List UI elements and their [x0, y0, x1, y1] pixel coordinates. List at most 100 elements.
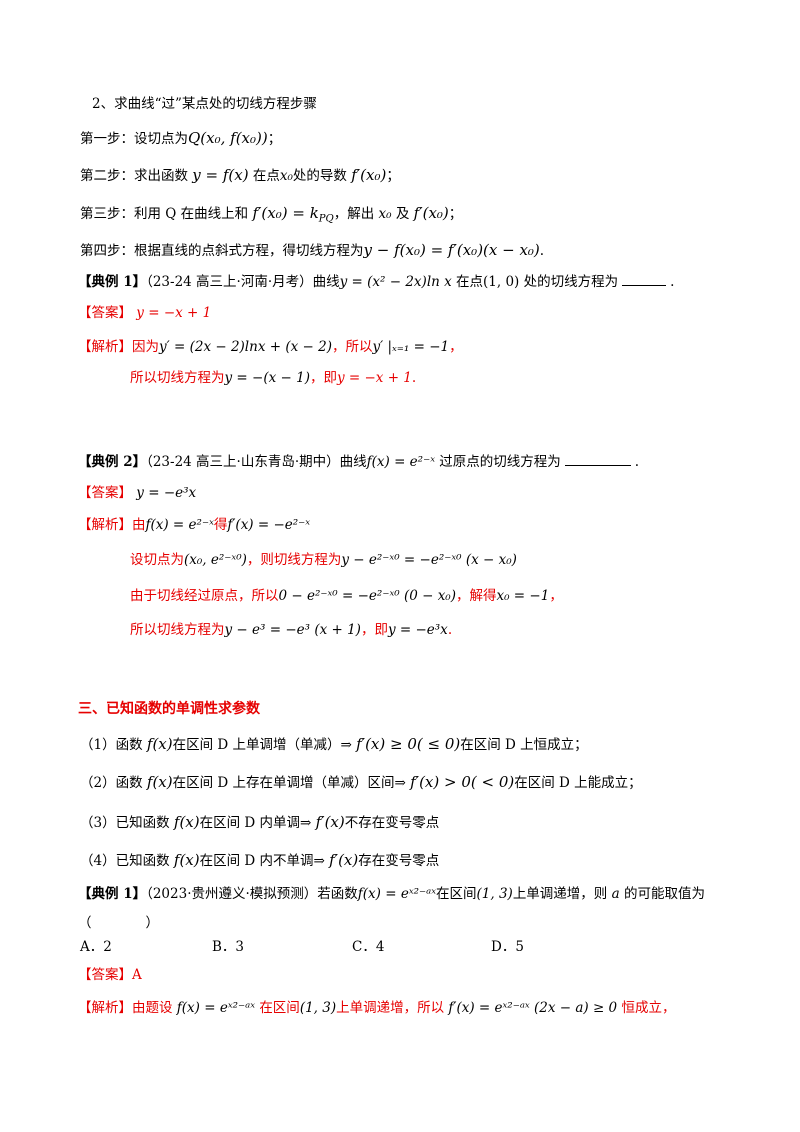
- analysis-text: 设切点为: [130, 552, 184, 568]
- choice-a[interactable]: A．2: [80, 939, 112, 955]
- rule-text: 函数: [115, 775, 143, 791]
- step-text: ，解出: [333, 206, 375, 222]
- analysis-text: ，: [449, 339, 463, 355]
- step-tail: ；: [267, 131, 282, 147]
- choice-d[interactable]: D．5: [491, 939, 524, 955]
- analysis-text: ，即: [309, 370, 337, 386]
- analysis-text: 所以切线方程为: [130, 370, 225, 386]
- analysis-line-4: 所以切线方程为y − e³ = −e³ (x + 1)，即y = −e³x.: [130, 620, 452, 640]
- analysis-text: .: [411, 370, 417, 386]
- section-heading: 三、已知函数的单调性求参数: [78, 701, 260, 717]
- analysis-label: 【解析】: [78, 1000, 132, 1016]
- answer-value: y = −e³x: [136, 485, 197, 501]
- step-2: 第二步：求出函数 y = f(x) 在点x₀处的导数 f′(x₀)；: [80, 165, 400, 186]
- section-title: 2、求曲线“过”某点处的切线方程步骤: [92, 96, 317, 112]
- analysis-math: f(x) = eˣ²⁻ᵃˣ: [176, 1000, 256, 1016]
- example-text: 过原点的切线方程为: [439, 454, 561, 470]
- answer-blank: [622, 273, 667, 286]
- rule-math: f(x): [173, 813, 200, 831]
- analysis-math: y = −(x − 1): [224, 370, 310, 386]
- step-text: 处的导数: [292, 168, 347, 184]
- example-math: (1, 3): [476, 886, 513, 902]
- analysis-text: 由: [132, 517, 146, 533]
- analysis-math: f′(x) = −e²⁻ˣ: [227, 517, 311, 533]
- example-3: 【典例 1】（2023·贵州遵义·模拟预测）若函数f(x) = eˣ²⁻ᵃˣ在区…: [78, 884, 705, 904]
- analysis-text: .: [447, 622, 453, 638]
- answer-value: y = −x + 1: [136, 305, 212, 321]
- example-tag: 【典例 1】: [78, 274, 147, 290]
- step-tail: ；: [386, 168, 400, 184]
- rule-number: （2）: [80, 775, 116, 791]
- answer-line: 【答案】 y = −e³x: [78, 483, 196, 503]
- analysis-math: y = −e³x: [387, 622, 448, 638]
- example-math: f(x) = e²⁻ˣ: [366, 454, 435, 470]
- rule-math: f(x): [173, 851, 200, 869]
- analysis-text: ，即: [360, 622, 388, 638]
- rule-number: （1）: [80, 737, 116, 753]
- choice-paren: （ ）: [78, 915, 159, 931]
- choice-c[interactable]: C．4: [352, 939, 385, 955]
- rule-item-4: （4）已知函数 f(x)在区间 D 内不单调⇒ f′(x)存在变号零点: [80, 850, 439, 871]
- step-subscript: PQ: [318, 213, 334, 225]
- answer-line: 【答案】 y = −x + 1: [78, 303, 211, 323]
- analysis-line-1: 【解析】由f(x) = e²⁻ˣ得f′(x) = −e²⁻ˣ: [78, 515, 310, 535]
- analysis-text: 在区间: [259, 1000, 300, 1016]
- analysis-line-2: 设切点为(x₀, e²⁻ˣ⁰)，则切线方程为y − e²⁻ˣ⁰ = −e²⁻ˣ⁰…: [130, 550, 517, 570]
- example-text: 上单调递增，则: [512, 886, 608, 902]
- analysis-math: y′ |ₓ₌₁ = −1: [372, 339, 450, 355]
- step-math: y = f(x): [192, 166, 249, 184]
- rule-text: 在区间 D 上恒成立；: [460, 737, 588, 753]
- example-end: .: [634, 454, 640, 470]
- example-math: a: [611, 886, 620, 902]
- analysis-math: (x₀, e²⁻ˣ⁰): [184, 552, 247, 568]
- example-math: f(x) = eˣ²⁻ᵃˣ: [357, 886, 437, 902]
- example-tag: 【典例 1】: [78, 886, 147, 902]
- choice-b[interactable]: B．3: [212, 939, 245, 955]
- example-tag: 【典例 2】: [78, 454, 147, 470]
- example-source: （2023·贵州遵义·模拟预测）若函数: [146, 886, 358, 902]
- example-2: 【典例 2】（23-24 高三上·山东青岛·期中）曲线f(x) = e²⁻ˣ 过…: [78, 452, 639, 472]
- rule-math: f(x): [146, 773, 173, 791]
- rule-text: 在区间 D 内不单调⇒: [199, 853, 325, 869]
- analysis-math: f(x) = e²⁻ˣ: [145, 517, 214, 533]
- analysis-text: ，则切线方程为: [246, 552, 342, 568]
- example-text: 在区间: [436, 886, 477, 902]
- answer-label: 【答案】: [78, 305, 132, 321]
- rule-item-2: （2）函数 f(x)在区间 D 上存在单调增（单减）区间⇒ f′(x) > 0(…: [80, 772, 642, 793]
- analysis-text: 由于切线经过原点，所以: [130, 588, 279, 604]
- rule-math: f′(x): [329, 851, 359, 869]
- rule-text: 已知函数: [115, 853, 170, 869]
- rule-text: 在区间 D 内单调⇒: [199, 815, 312, 831]
- answer-blank: [564, 453, 631, 466]
- analysis-text: 因为: [132, 339, 159, 355]
- step-math: Q(x₀, f(x₀)): [188, 129, 268, 147]
- step-math: y − f(x₀) = f′(x₀)(x − x₀): [363, 241, 540, 259]
- analysis-math: y′ = (2x − 2)lnx + (x − 2): [159, 339, 332, 355]
- analysis-text: 由题设: [132, 1000, 173, 1016]
- analysis-math: f′(x) = eˣ²⁻ᵃˣ (2x − a) ≥ 0: [448, 1000, 618, 1016]
- analysis-text: ，: [549, 588, 563, 604]
- step-1: 第一步：设切点为Q(x₀, f(x₀))；: [80, 128, 281, 149]
- step-label: 第四步：根据直线的点斜式方程，得切线方程为: [80, 243, 364, 259]
- step-label: 第一步：设切点为: [80, 131, 188, 147]
- rule-number: （3）: [80, 815, 116, 831]
- rule-item-3: （3）已知函数 f(x)在区间 D 内单调⇒ f′(x)不存在变号零点: [80, 812, 439, 833]
- answer-label: 【答案】: [78, 967, 132, 983]
- rule-text: 在区间 D 上单调增（单减）⇒: [172, 737, 352, 753]
- analysis-line-2: 所以切线方程为y = −(x − 1)，即y = −x + 1.: [130, 368, 416, 388]
- step-math: f′(x₀): [351, 166, 387, 184]
- example-source: （23-24 高三上·山东青岛·期中）曲线: [146, 454, 367, 470]
- step-label: 第三步：利用 Q 在曲线上和: [80, 206, 249, 222]
- rule-item-1: （1）函数 f(x)在区间 D 上单调增（单减）⇒ f′(x) ≥ 0( ≤ 0…: [80, 734, 588, 755]
- rule-text: 在区间 D 上能成立；: [514, 775, 642, 791]
- analysis-math: (1, 3): [299, 1000, 337, 1016]
- step-math: f′(x₀) = k: [252, 204, 319, 222]
- analysis-line-3: 由于切线经过原点，所以0 − e²⁻ˣ⁰ = −e²⁻ˣ⁰ (0 − x₀)，解…: [130, 586, 563, 606]
- analysis-line-1: 【解析】由题设 f(x) = eˣ²⁻ᵃˣ 在区间(1, 3)上单调递增，所以 …: [78, 998, 675, 1018]
- step-math: x₀: [378, 206, 392, 222]
- rule-text: 已知函数: [115, 815, 170, 831]
- rule-math: f′(x) > 0( < 0): [410, 773, 515, 791]
- analysis-label: 【解析】: [78, 339, 132, 355]
- rule-text: 不存在变号零点: [344, 815, 440, 831]
- analysis-math: y − e²⁻ˣ⁰ = −e²⁻ˣ⁰ (x − x₀): [341, 552, 517, 568]
